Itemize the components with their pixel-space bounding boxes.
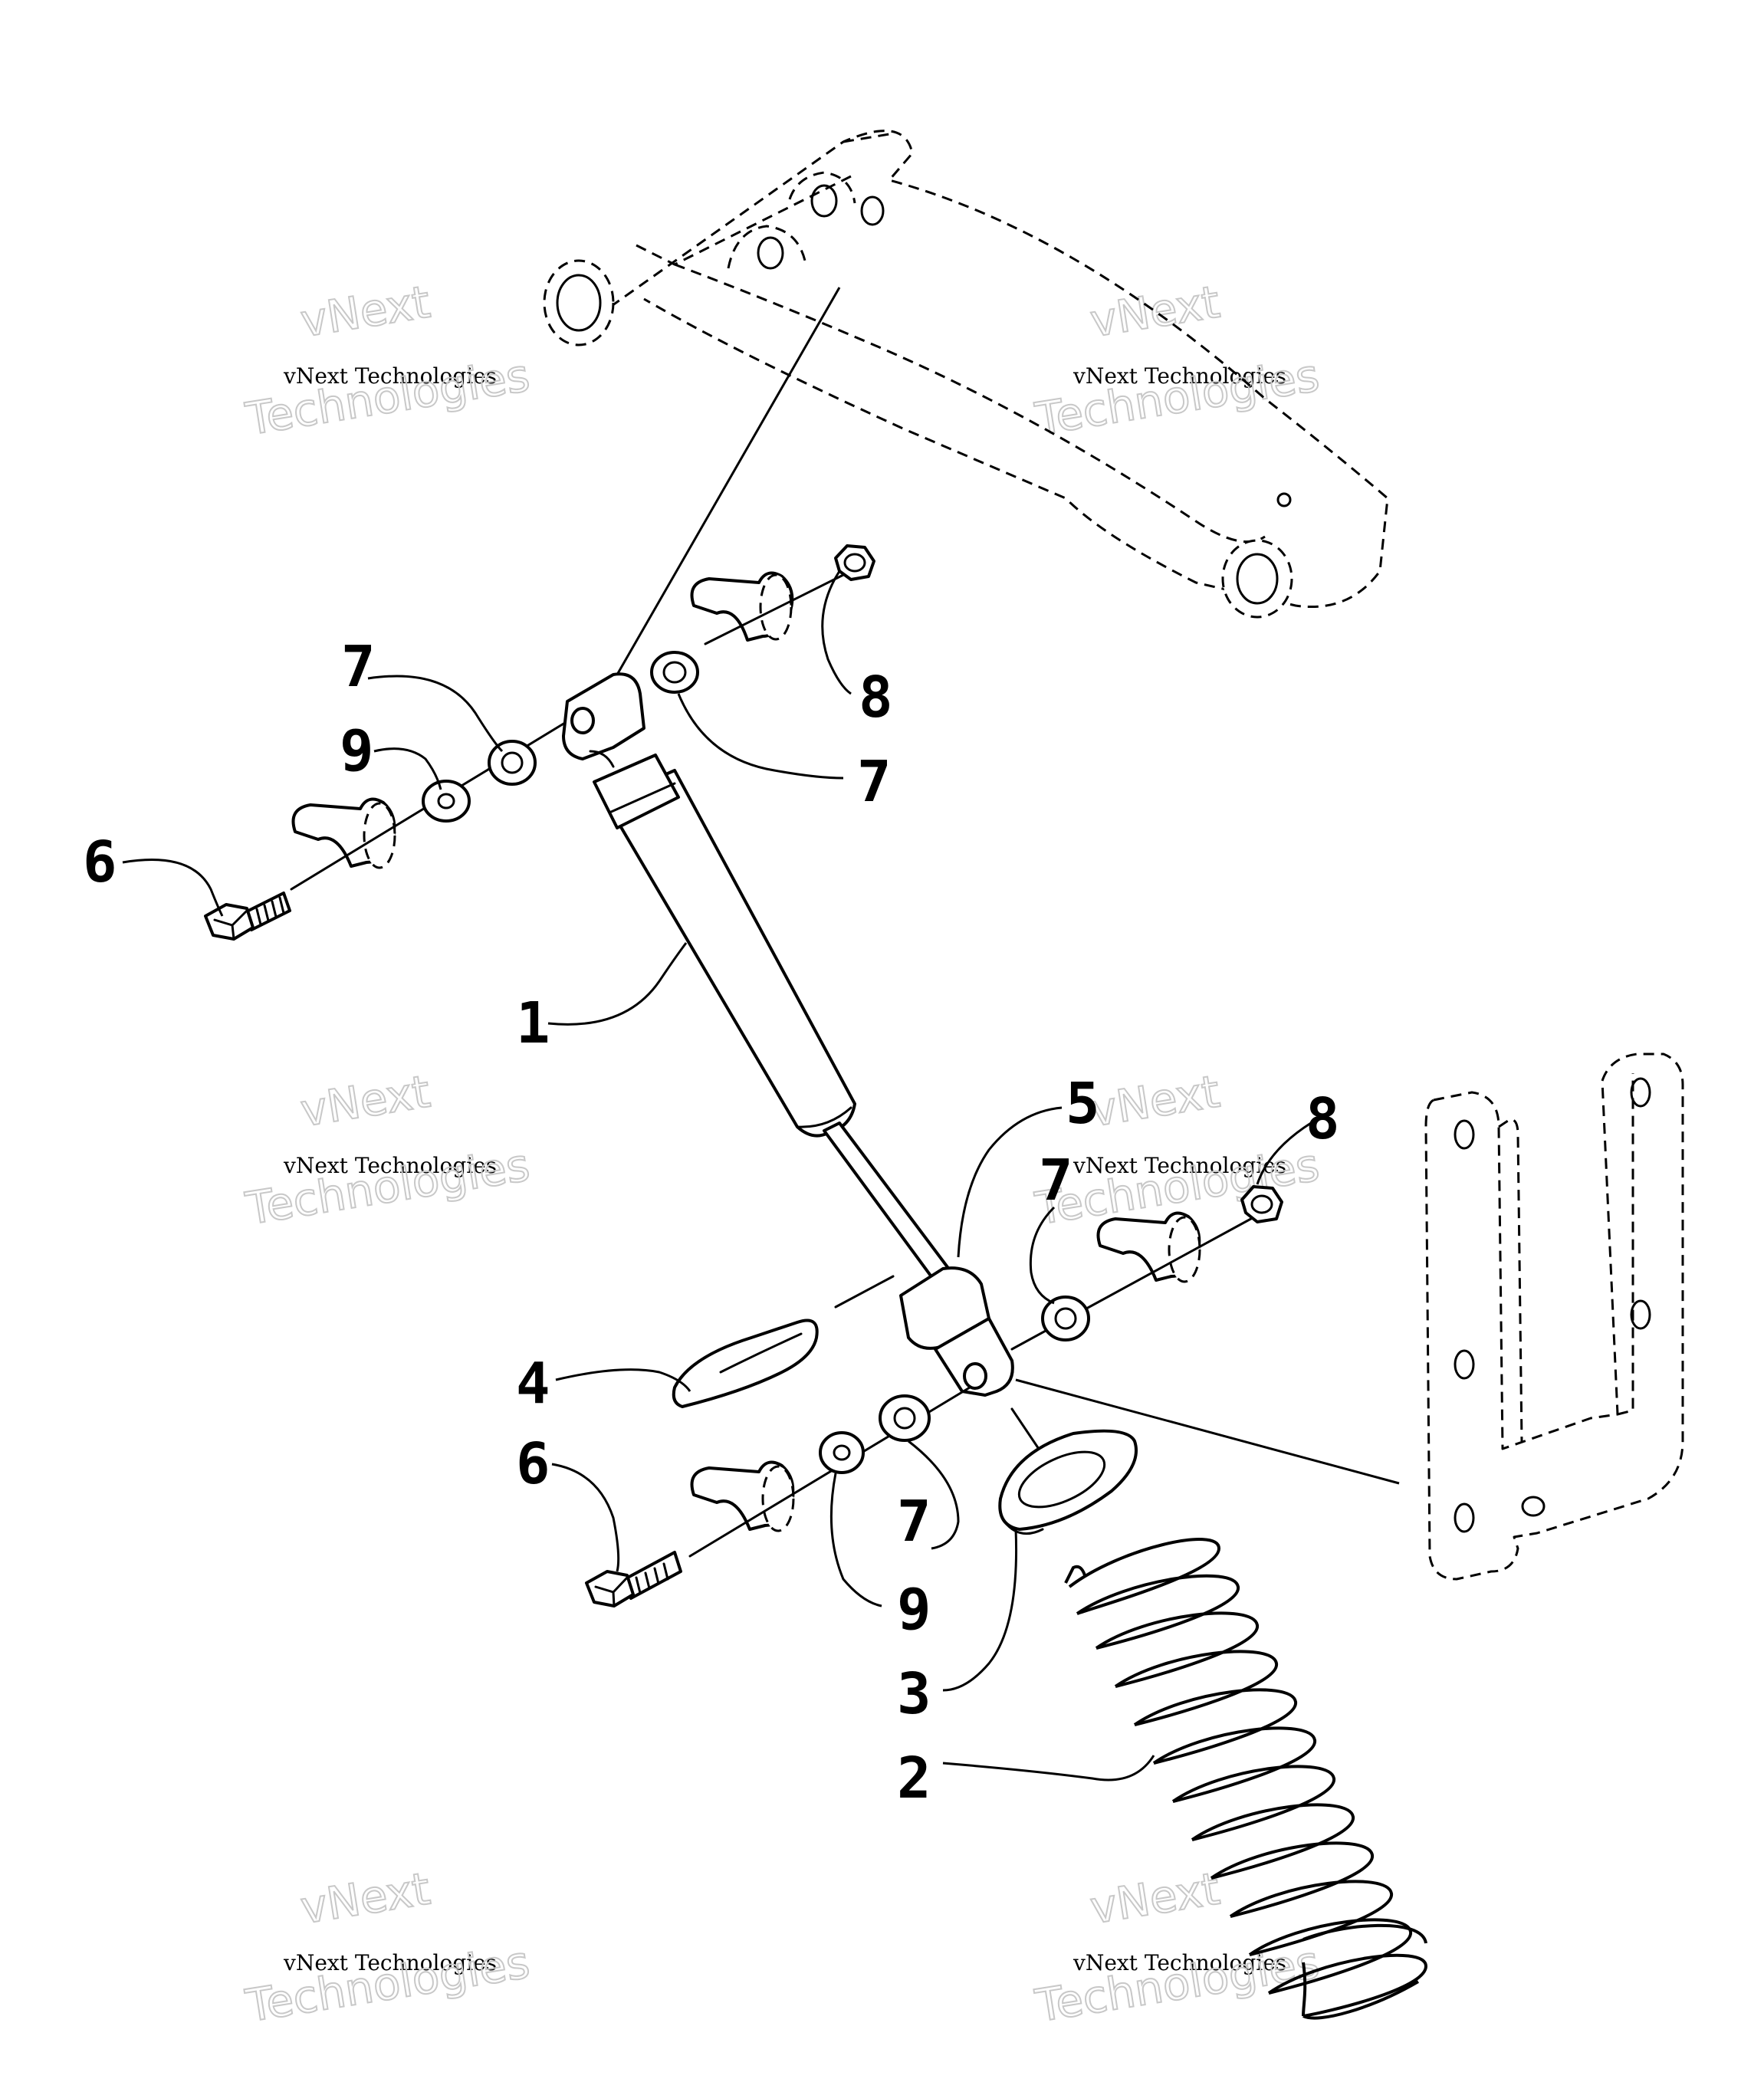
coil-spring [1064,1538,1428,2020]
upper-bolt-axis-right [704,570,852,645]
watermark-brand: vNext [1087,1065,1224,1137]
watermark-top-left: vNext vNext Technologies Technologies [241,274,534,445]
callout-4: 4 [516,1351,550,1417]
callout-6-upper: 6 [83,829,117,895]
callout-7-upper-left: 7 [341,634,376,700]
upper-bracket-right [690,571,794,642]
watermark-caption: vNext Technologies [1073,363,1286,389]
callout-7-upper-right: 7 [857,749,892,815]
seat-guide-top [834,1275,895,1309]
leader-6-upper [122,859,224,917]
lower-bolt [585,1551,682,1607]
upper-sleeve-right [650,651,699,694]
callout-8-upper: 8 [859,665,893,731]
upper-a-arm-outline [543,130,1389,619]
leader-3 [942,1529,1018,1692]
watermark-brand: vNext [297,275,434,347]
watermark-top-right: vNext vNext Technologies Technologies [1031,274,1324,445]
leader-4 [555,1368,691,1392]
leader-9-upper [373,747,442,790]
lower-bracket-left [690,1460,795,1532]
watermark-brand: vNext [297,1862,434,1934]
leader-7-upper-right [677,693,844,780]
watermark-bottom-left: vNext vNext Technologies Technologies [241,1861,534,2032]
frame-bracket-outline [1424,1052,1684,1581]
lower-bracket-right [1096,1211,1201,1283]
leader-7-lower-right [1029,1206,1056,1305]
spring-retainer [998,1429,1138,1535]
callout-8-lower: 8 [1306,1086,1340,1152]
upper-bolt [204,892,291,941]
leader-9-lower [829,1473,882,1607]
lower-nut [1240,1185,1283,1223]
lower-sleeve-right [1041,1296,1090,1341]
watermark-brand: vNext [297,1065,434,1137]
watermark-caption: vNext Technologies [283,1950,497,1975]
lower-sleeve-left [879,1394,931,1442]
guide-line-top [616,287,841,675]
callout-7-lower-right: 7 [1039,1148,1073,1213]
leader-1 [547,942,688,1026]
guide-line-frame [1015,1378,1400,1485]
leader-6-lower [551,1463,620,1572]
callout-7-lower-left: 7 [897,1489,931,1555]
upper-nut [834,544,875,581]
watermark-brand: vNext [1087,275,1224,347]
shock-absorber [562,672,1014,1397]
callout-5: 5 [1066,1071,1100,1137]
leader-8-upper [821,570,852,695]
callout-9-upper: 9 [340,718,374,784]
upper-washer [422,780,471,823]
spring-seat [672,1318,819,1408]
watermark-mid-left: vNext vNext Technologies Technologies [241,1064,534,1235]
lower-washer [819,1431,865,1474]
callout-2: 2 [897,1745,931,1811]
watermark-caption: vNext Technologies [283,363,497,389]
watermark-caption: vNext Technologies [1073,1153,1286,1178]
leader-2 [942,1755,1155,1782]
callout-9-lower: 9 [897,1577,931,1643]
leader-7-upper-left [367,675,504,753]
leader-8-lower [1256,1121,1312,1185]
callout-1: 1 [516,990,550,1056]
leader-7-lower-left [908,1440,960,1550]
leader-5 [957,1106,1063,1258]
callout-3: 3 [897,1661,931,1727]
callout-6-lower: 6 [516,1431,550,1497]
watermark-brand: vNext [1087,1862,1224,1934]
upper-sleeve-left [488,740,537,786]
watermark-caption: vNext Technologies [283,1153,497,1178]
